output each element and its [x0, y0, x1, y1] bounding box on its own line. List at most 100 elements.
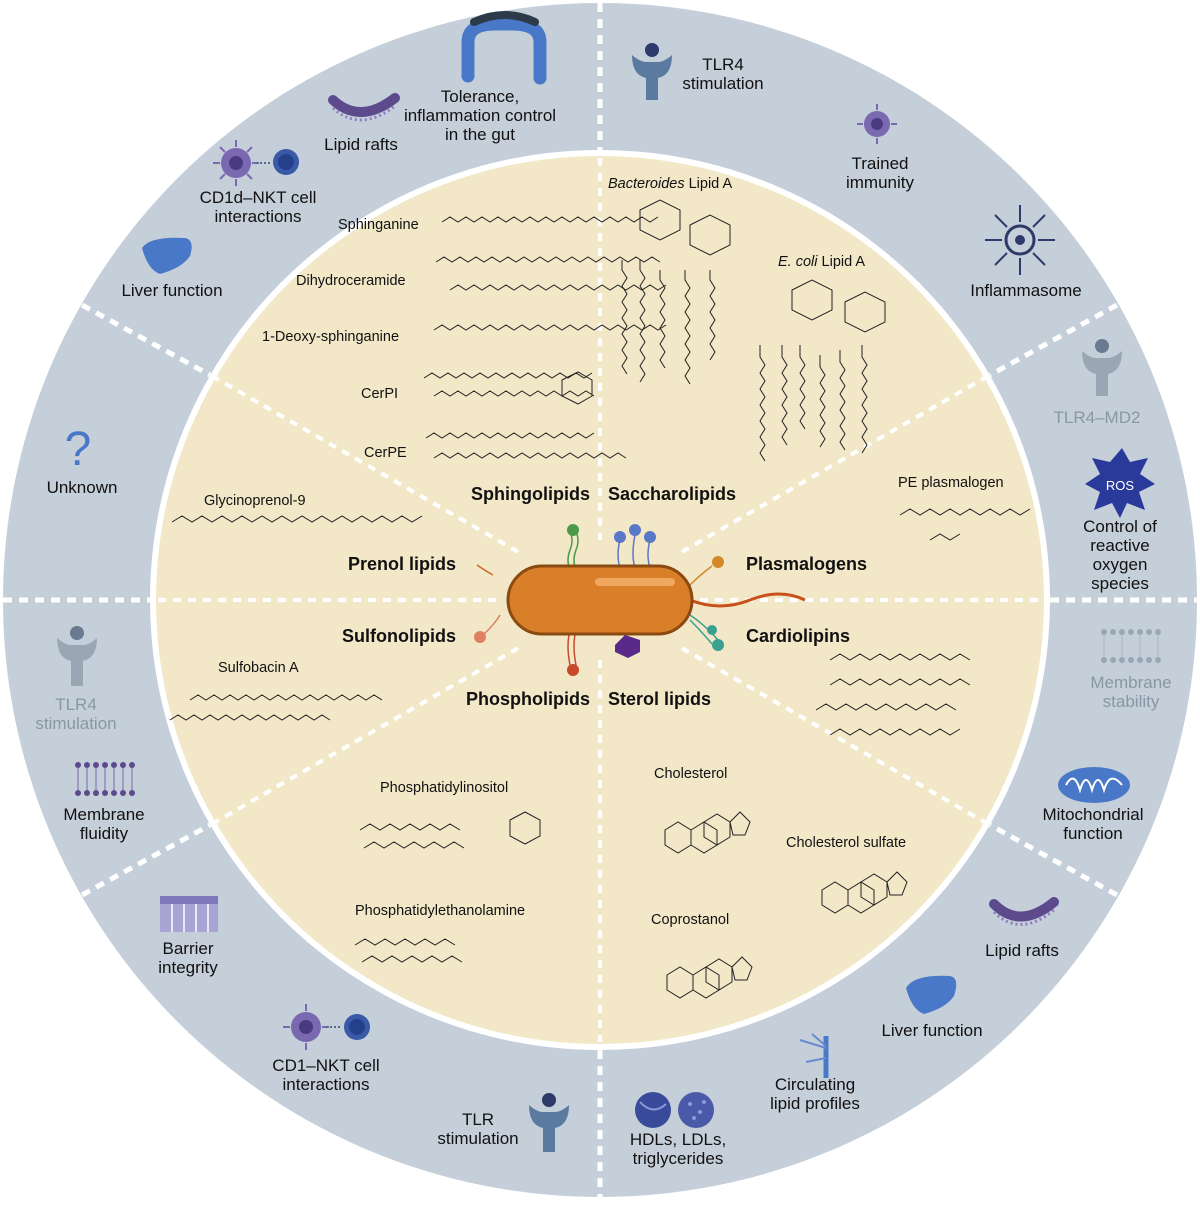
pe-plasmalogen-structure — [899, 508, 1031, 541]
epithelial-barrier-icon — [160, 896, 218, 932]
label-line: Inflammasome — [970, 281, 1081, 300]
tlr-receptor-bottom-icon — [529, 1093, 569, 1152]
label-line: Lipid rafts — [324, 135, 398, 154]
label-line: Circulating — [775, 1075, 855, 1094]
liver-bottom-icon — [906, 975, 957, 1014]
coprostanol-structure — [666, 956, 753, 999]
label-line: lipid profiles — [770, 1094, 860, 1113]
sphinganine-label: Sphinganine — [338, 217, 419, 233]
membrane-fluidity-icon — [75, 762, 135, 796]
lipid-rafts-bottom-label: Lipid rafts — [985, 941, 1059, 960]
bacteroides-lipid-a-structure — [621, 199, 731, 385]
label-line: Membrane — [63, 805, 144, 824]
bacterium-icon — [474, 524, 806, 676]
label-line: CD1d–NKT cell — [200, 188, 317, 207]
cerpe-structure — [425, 432, 627, 459]
membrane-stability-icon — [1101, 629, 1161, 663]
deoxy-sphinganine-structure — [433, 324, 667, 331]
label-line: triglycerides — [633, 1149, 724, 1168]
label-line: species — [1091, 574, 1149, 593]
label-line: function — [1063, 824, 1123, 843]
tlr4-receptor-icon — [632, 43, 672, 100]
prenol-lipids-label: Prenol lipids — [348, 554, 456, 574]
tlr4-md2-label: TLR4–MD2 — [1054, 408, 1141, 427]
liver-icon — [142, 237, 192, 274]
hdl-ldl-label: HDLs, LDLs,triglycerides — [630, 1130, 726, 1168]
dihydroceramide-label: Dihydroceramide — [296, 273, 406, 289]
nkt-cell-interaction-bottom-icon — [283, 1004, 370, 1050]
label-line: reactive — [1090, 536, 1150, 555]
label-line: HDLs, LDLs, — [630, 1130, 726, 1149]
nkt-cell-interaction-icon — [213, 140, 299, 186]
cerpe-label: CerPE — [364, 445, 407, 461]
label-line: CD1–NKT cell — [272, 1056, 379, 1075]
cholesterol-structure — [664, 811, 751, 854]
sphinganine-structure — [441, 216, 659, 223]
sulfobacin-label: Sulfobacin A — [218, 660, 299, 676]
glycinoprenol-structure — [171, 515, 423, 523]
label-line: Trained — [851, 154, 908, 173]
label-line: TLR4–MD2 — [1054, 408, 1141, 427]
phosphatidylinositol-structure — [359, 811, 541, 849]
sulfobacin-structure — [169, 694, 383, 721]
question-mark-icon: ? — [65, 423, 92, 476]
sulfonolipids-label: Sulfonolipids — [342, 626, 456, 646]
label-line: inflammation control — [404, 106, 556, 125]
label-line: Liver function — [121, 281, 222, 300]
ecoli-lipid-a-structure — [759, 279, 886, 462]
phosphatidylethanolamine-label: Phosphatidylethanolamine — [355, 903, 525, 919]
label-line: stimulation — [437, 1129, 518, 1148]
liver-bottom-label: Liver function — [881, 1021, 982, 1040]
label-line: Liver function — [881, 1021, 982, 1040]
saccharolipids-label: Saccharolipids — [608, 484, 736, 504]
liver-top-label: Liver function — [121, 281, 222, 300]
phosphatidylethanolamine-structure — [354, 938, 463, 963]
cholesterol-sulfate-label: Cholesterol sulfate — [786, 835, 906, 851]
ecoli-lipid-a-label: E. coli Lipid A — [778, 254, 865, 270]
immune-cell-icon — [857, 104, 897, 144]
glycinoprenol-label: Glycinoprenol-9 — [204, 493, 306, 509]
cerpi-label: CerPI — [361, 386, 398, 402]
coprostanol-label: Coprostanol — [651, 912, 729, 928]
label-line: TLR — [462, 1110, 494, 1129]
cerpi-structure — [423, 371, 595, 405]
label-line: oxygen — [1093, 555, 1148, 574]
inflammasome-icon — [985, 205, 1055, 275]
label-line: Lipid rafts — [985, 941, 1059, 960]
cardiolipin-structure — [815, 653, 971, 736]
pe-plasmalogen-label: PE plasmalogen — [898, 475, 1004, 491]
outer-dividers — [3, 3, 1197, 1197]
ros-badge-label: ROS — [1106, 478, 1135, 493]
unknown-label: Unknown — [47, 478, 118, 497]
label-line: Unknown — [47, 478, 118, 497]
sterol-lipids-label: Sterol lipids — [608, 689, 711, 709]
dihydroceramide-structure — [435, 256, 667, 291]
cardiolipins-label: Cardiolipins — [746, 626, 850, 646]
cholesterol-label: Cholesterol — [654, 766, 727, 782]
tlr4-md2-receptor-icon — [1082, 339, 1122, 396]
sphingolipids-label: Sphingolipids — [471, 484, 590, 504]
bacteroides-lipid-a-label: Bacteroides Lipid A — [608, 176, 732, 192]
inflammasome-label: Inflammasome — [970, 281, 1081, 300]
label-line: in the gut — [445, 125, 515, 144]
phosphatidylinositol-label: Phosphatidylinositol — [380, 780, 508, 796]
lipid-raft-bottom-icon — [989, 897, 1059, 926]
lipoprotein-particles-icon — [635, 1092, 714, 1128]
ros-burst-icon: ROS — [1085, 448, 1155, 518]
deoxy-sphinganine-label: 1-Deoxy-sphinganine — [262, 329, 399, 345]
label-line: interactions — [215, 207, 302, 226]
label-line: immunity — [846, 173, 915, 192]
